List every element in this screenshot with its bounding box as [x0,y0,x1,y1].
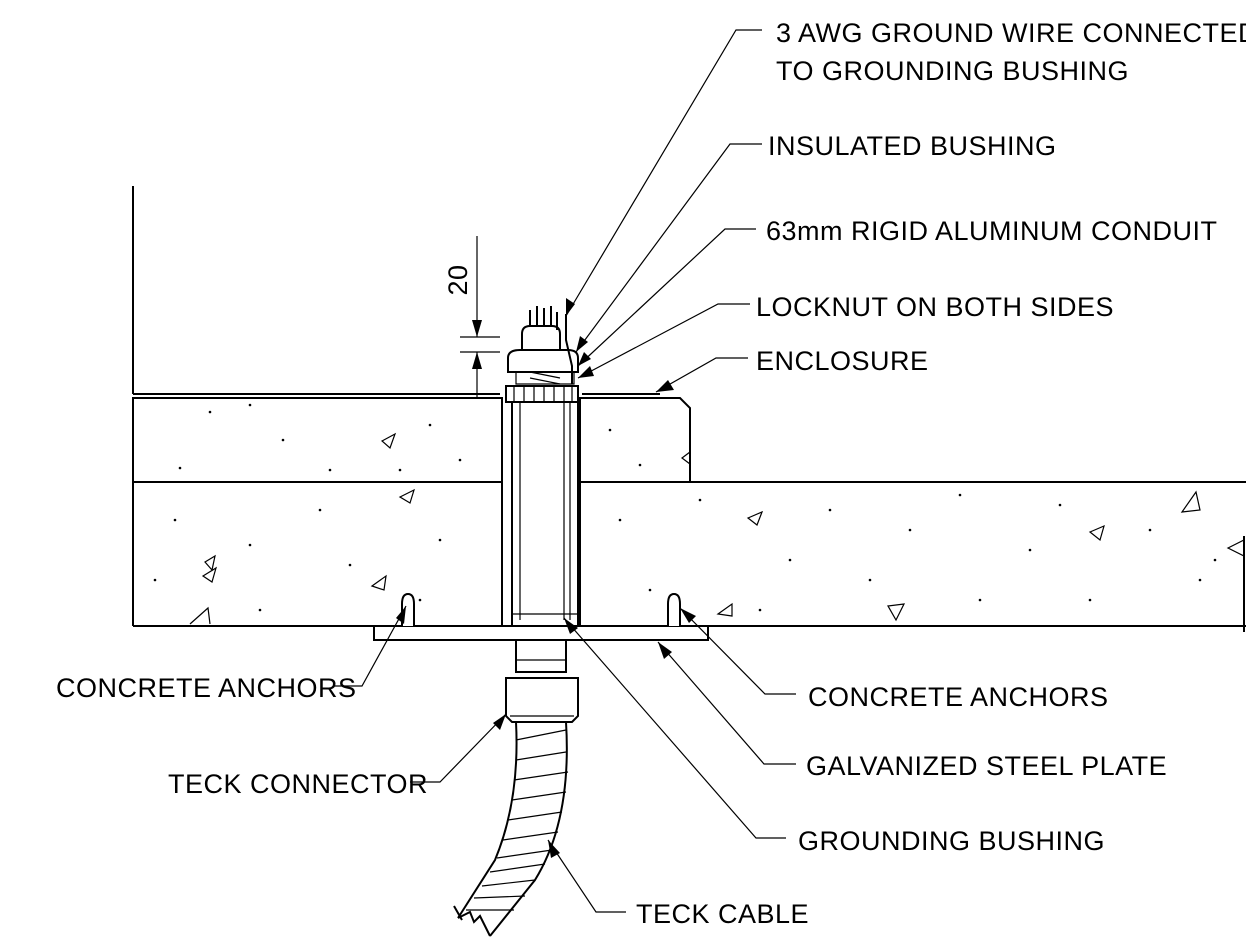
concrete-anchor-right [667,592,681,626]
locknut [505,385,579,403]
label-galvanized-plate: GALVANIZED STEEL PLATE [806,751,1167,781]
label-teck-connector: TECK CONNECTOR [168,769,428,799]
label-grounding-bushing: GROUNDING BUSHING [798,826,1105,856]
label-concrete-anchors-right: CONCRETE ANCHORS [808,682,1109,712]
dimension-20: 20 [443,236,500,398]
callout-labels: 3 AWG GROUND WIRE CONNECTED TO GROUNDING… [56,18,1246,929]
label-locknut: LOCKNUT ON BOTH SIDES [756,292,1114,322]
leader-lines [334,29,796,913]
label-teck-cable: TECK CABLE [636,899,809,929]
galvanized-steel-plate [373,625,709,641]
upper-concrete-slab [132,397,691,483]
enclosure-outline [132,186,660,395]
teck-cable [453,721,569,937]
label-ground-wire-line2: TO GROUNDING BUSHING [776,56,1129,86]
label-concrete-anchors-left: CONCRETE ANCHORS [56,673,357,703]
concrete-aggregate [189,432,1245,625]
label-insulated-bushing: INSULATED BUSHING [768,131,1057,161]
concrete-anchor-left [401,592,415,626]
label-ground-wire-line1: 3 AWG GROUND WIRE CONNECTED [776,18,1246,48]
concrete-stipple [153,403,1217,612]
label-enclosure: ENCLOSURE [756,346,929,376]
label-conduit: 63mm RIGID ALUMINUM CONDUIT [766,216,1218,246]
insulated-bushing [507,349,579,385]
cable-conductors [521,306,573,384]
dimension-label: 20 [443,264,473,295]
teck-connector [505,639,579,723]
rigid-aluminum-conduit [511,399,579,627]
